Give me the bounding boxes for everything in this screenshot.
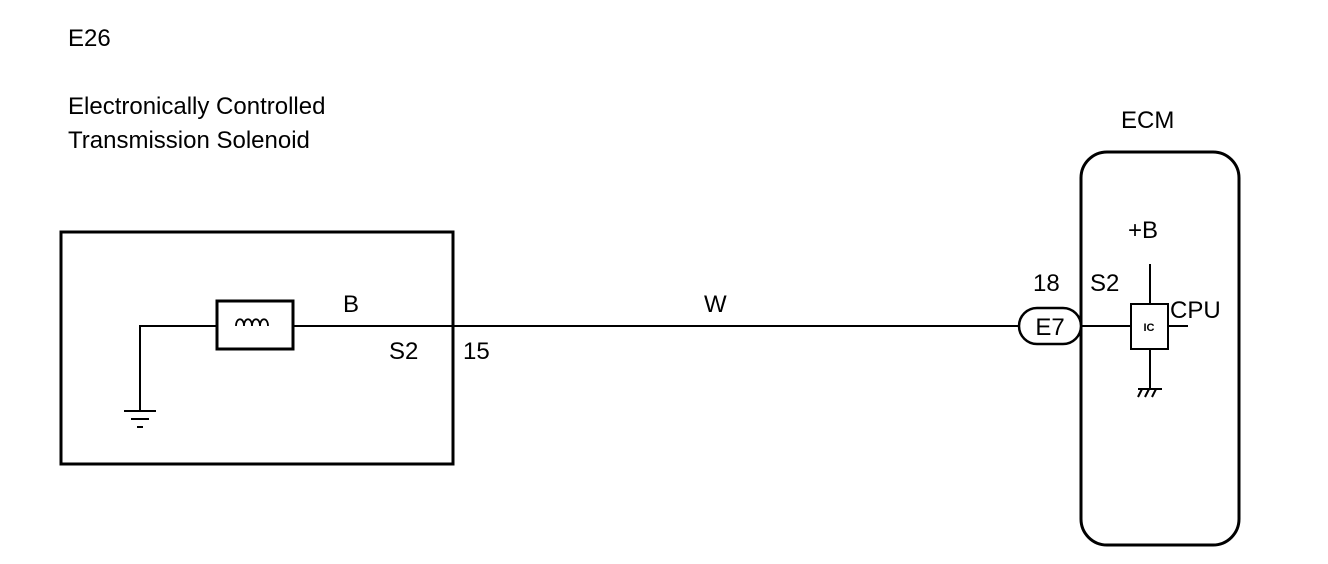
ecm-title: ECM: [1121, 107, 1174, 134]
ic-label: IC: [1144, 322, 1155, 334]
component-name-line1: Electronically Controlled: [68, 93, 325, 120]
supply-label: +B: [1128, 217, 1158, 244]
harness-wire-color: W: [704, 291, 727, 318]
solenoid-box: [59, 230, 455, 466]
ecm-connector-label: E7: [1035, 314, 1064, 341]
ground-wire: [139, 325, 217, 410]
component-terminal-number: 15: [463, 338, 490, 365]
ecm-box: [1079, 150, 1241, 547]
internal-wire-color: B: [343, 291, 359, 318]
component-terminal-name: S2: [389, 338, 418, 365]
cpu-label: CPU: [1170, 297, 1221, 324]
ecm-terminal-number: 18: [1033, 270, 1060, 297]
chassis-ground-icon: [1137, 388, 1162, 398]
ecm-terminal-name: S2: [1090, 270, 1119, 297]
ground-icon: [124, 410, 156, 428]
solenoid-coil-box: [215, 299, 295, 351]
component-code: E26: [68, 25, 111, 52]
ic-chip: [1130, 303, 1169, 350]
coil-icon: [235, 318, 269, 327]
component-name-line2: Transmission Solenoid: [68, 127, 310, 154]
